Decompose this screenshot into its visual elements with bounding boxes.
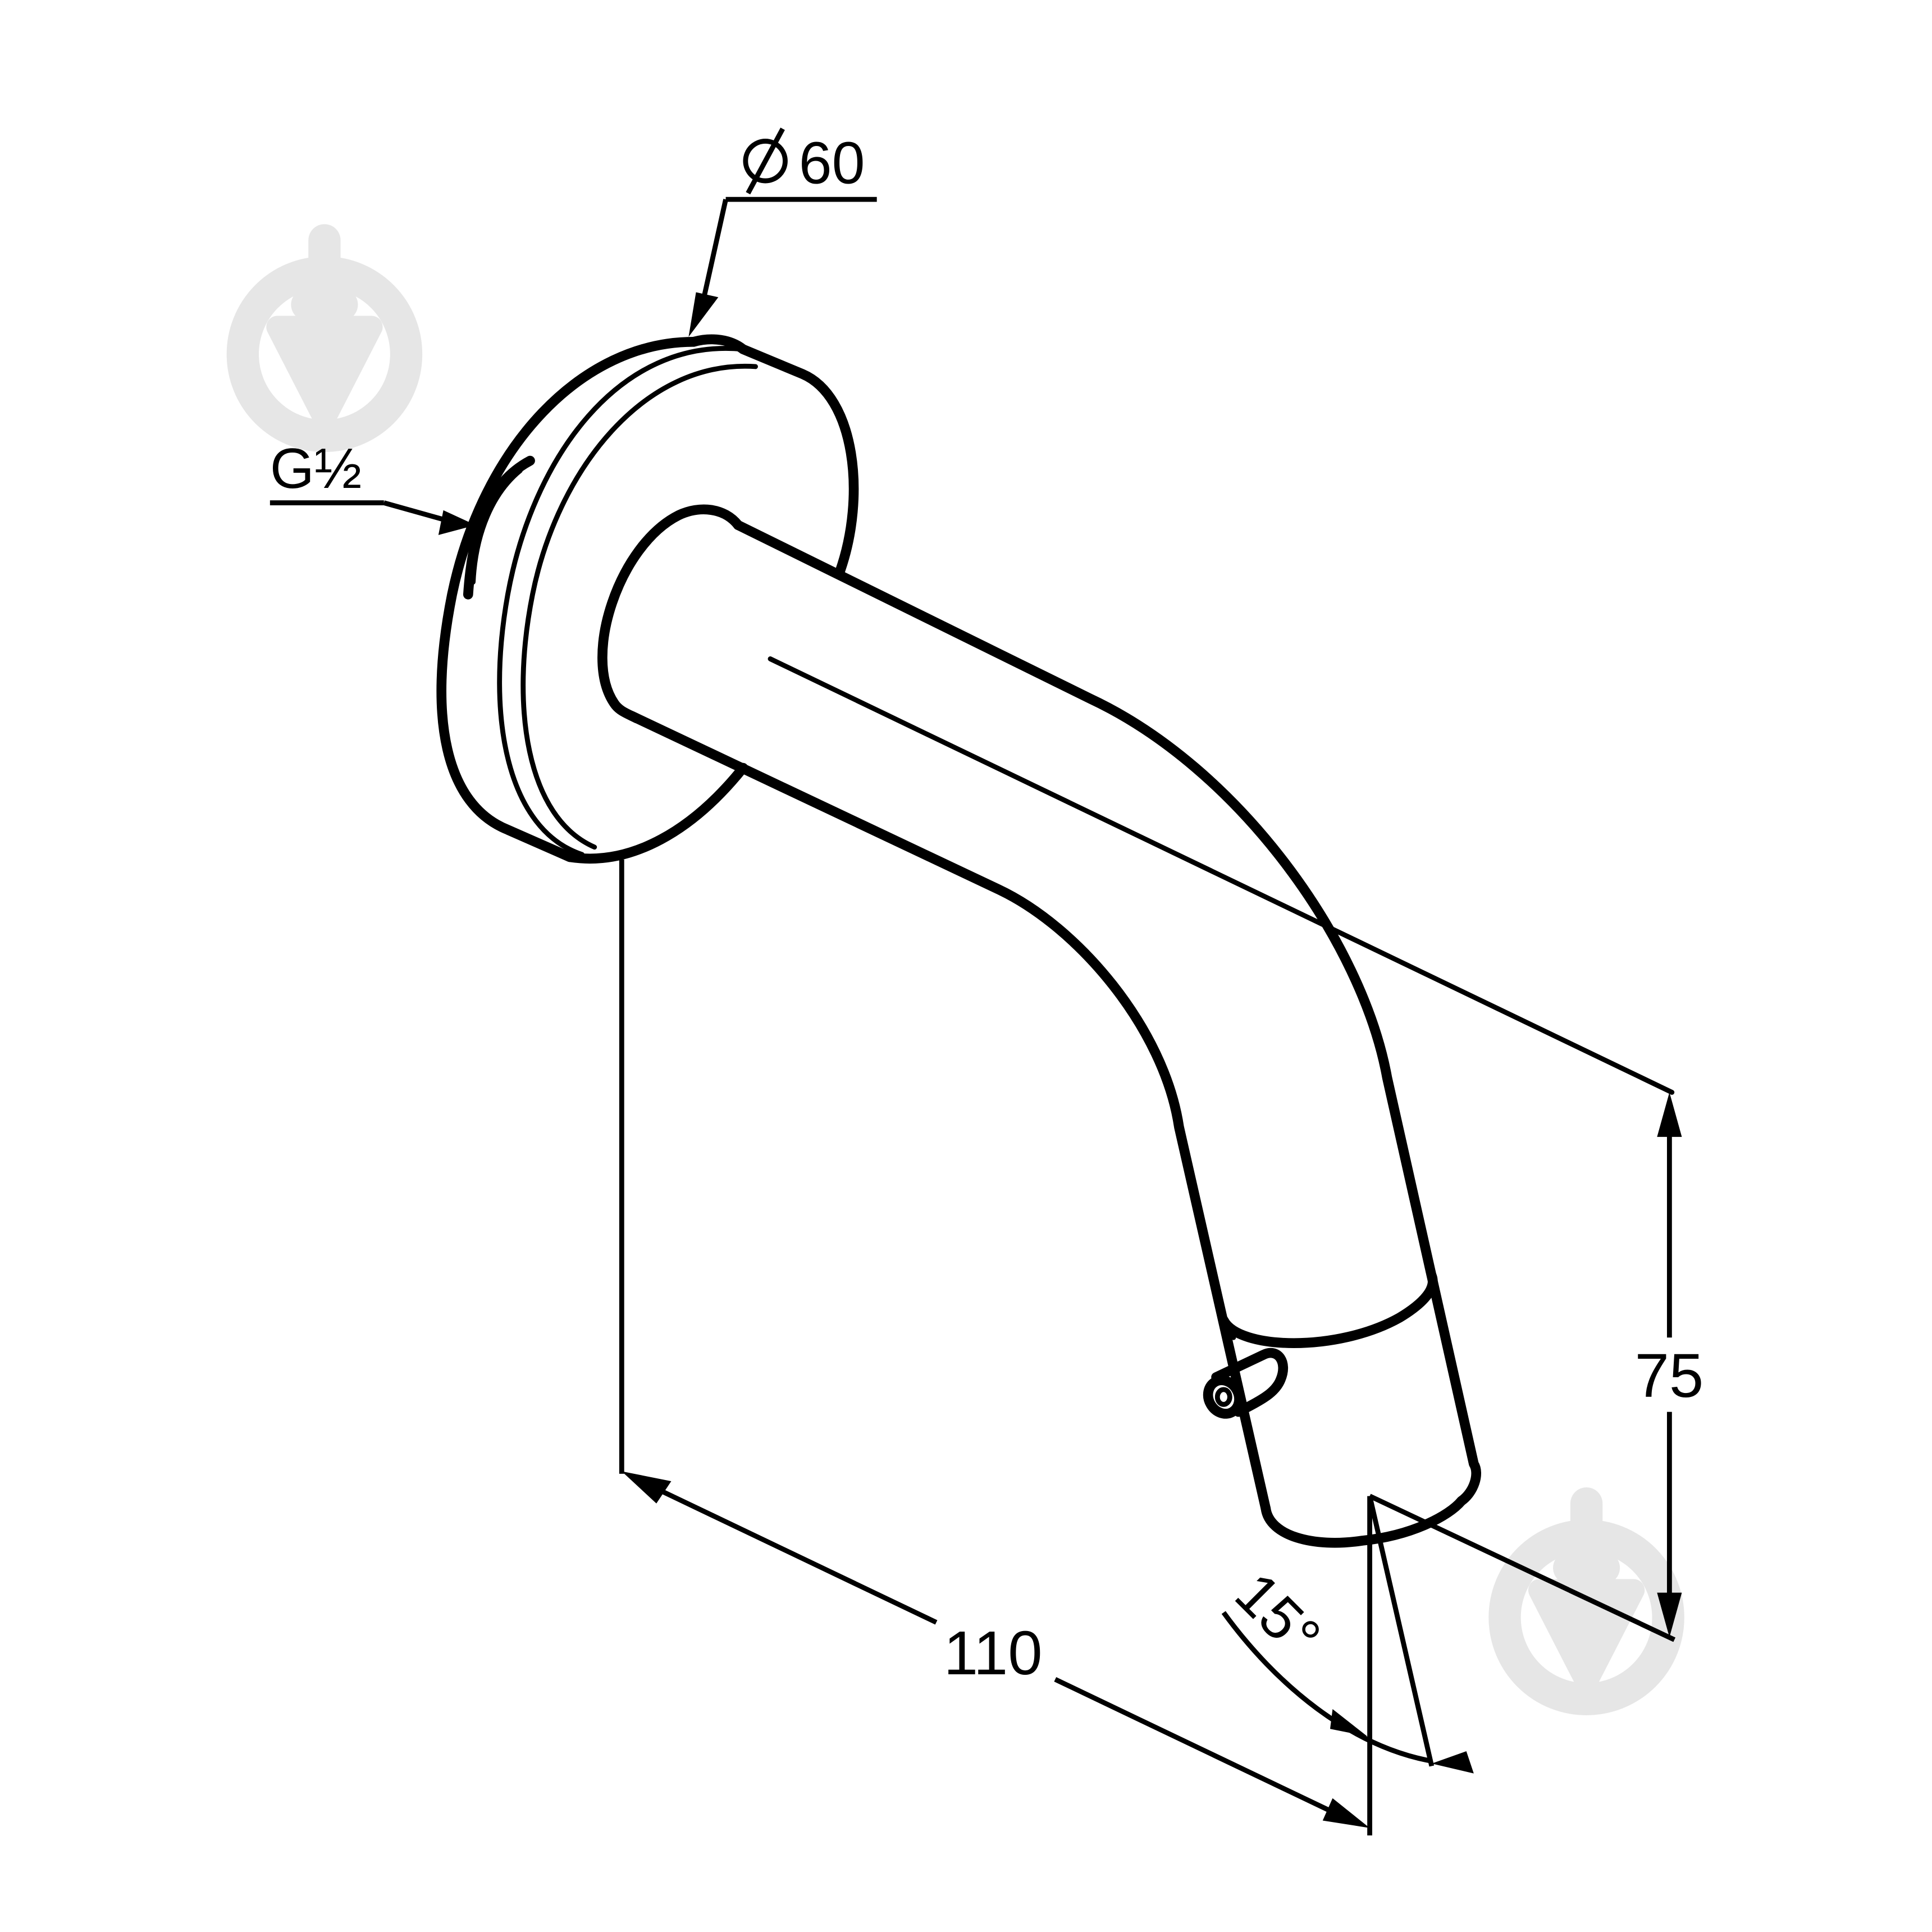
projection-label: 110 [944,1619,1043,1688]
angle-label: 15° [1223,1560,1333,1670]
dimension-flange-diameter: 60 [688,127,877,337]
watermark-logo-icon [1488,1487,1684,1715]
dimension-projection: 110 [619,859,1372,1835]
flange-diameter-label: 60 [799,130,865,196]
watermark-logo-icon [226,224,423,453]
dimension-thread: G½ [270,436,476,535]
thread-label: G½ [270,436,362,500]
height-label: 75 [1635,1341,1704,1410]
spout-outline [436,334,1675,1548]
dimension-height: 75 [1368,1092,1704,1642]
